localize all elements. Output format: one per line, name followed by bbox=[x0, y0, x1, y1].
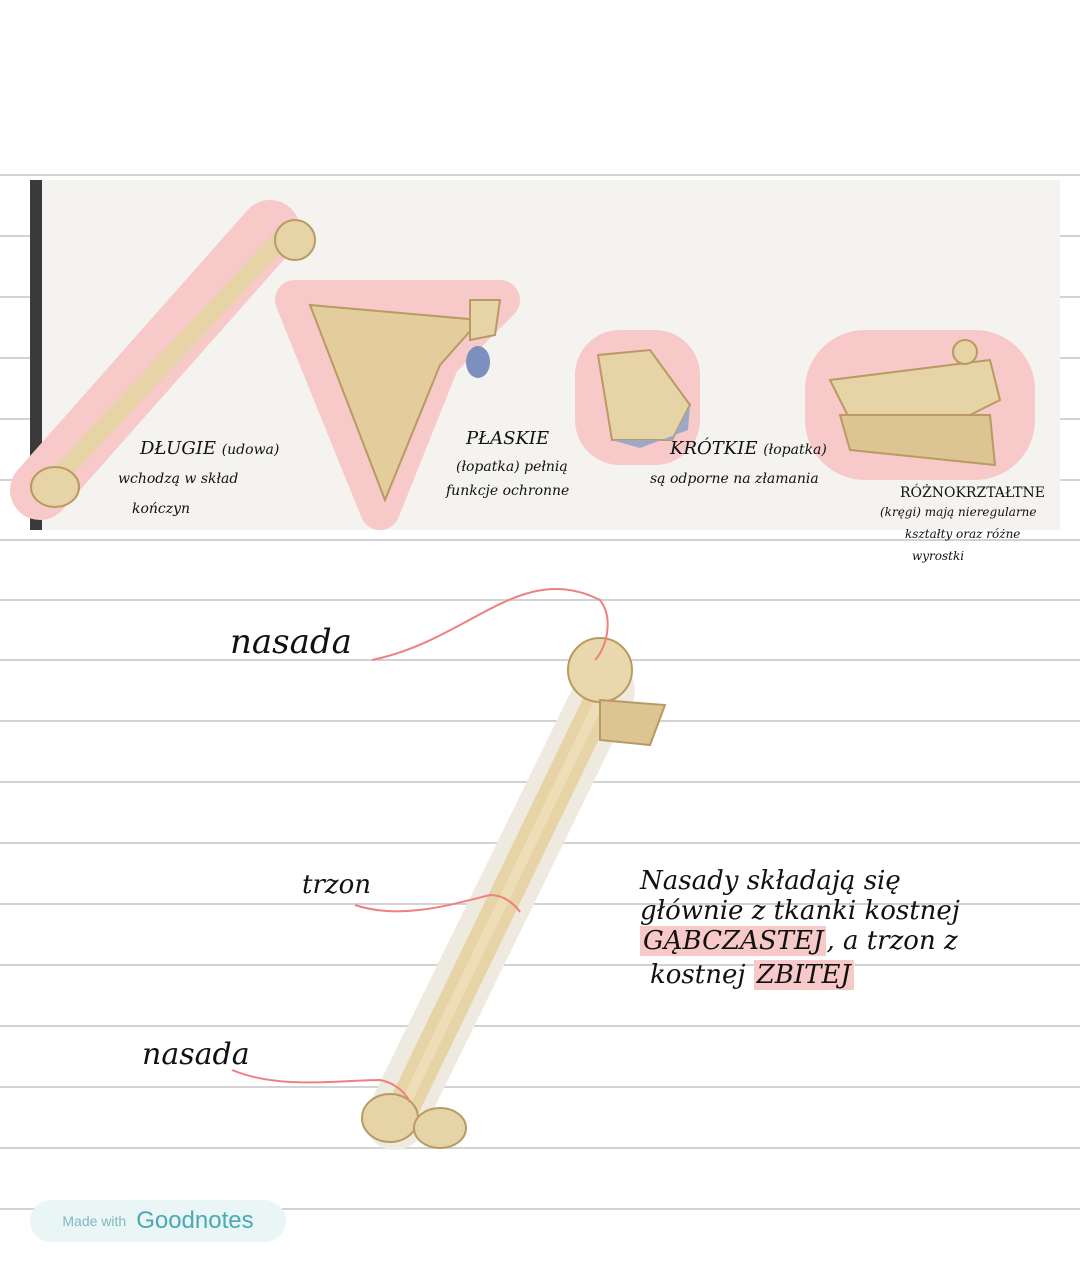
flat-bone-desc: funkcje ochronne bbox=[446, 483, 570, 499]
irregular-bone-title: RÓŻNOKRZTAŁTNE bbox=[900, 485, 1045, 501]
note-line-4-prefix: kostnej bbox=[650, 960, 754, 990]
note-line-1: Nasady składają się bbox=[640, 866, 901, 896]
short-bone-figure bbox=[575, 330, 700, 465]
femur-diagram bbox=[231, 588, 667, 1150]
short-bone-title: KRÓTKIE (łopatka) bbox=[670, 440, 827, 458]
goodnotes-badge[interactable]: Made with Goodnotes bbox=[30, 1200, 286, 1242]
short-bone-desc: są odporne na złamania bbox=[650, 471, 819, 487]
note-highlight-compact: ZBITEJ bbox=[753, 960, 854, 990]
note-line-3: GĄBCZASTEJ, a trzon z bbox=[640, 926, 958, 956]
leader-lines bbox=[231, 588, 609, 1103]
femur-label-bottom: nasada bbox=[142, 1037, 250, 1072]
leader-top bbox=[371, 588, 609, 661]
note-line-3-rest: , a trzon z bbox=[826, 926, 958, 956]
irregular-bone-desc-1: (kręgi) mają nieregularne bbox=[880, 505, 1037, 519]
flat-bone-title: PŁASKIE bbox=[466, 428, 550, 449]
flat-bone-note: (łopatka) pełnią bbox=[456, 459, 568, 475]
note-line-4: kostnej ZBITEJ bbox=[650, 960, 854, 990]
badge-made-with: Made with bbox=[62, 1213, 127, 1229]
flat-bone-figure bbox=[275, 280, 520, 530]
irregular-bone-desc-3: wyrostki bbox=[912, 549, 965, 563]
short-title-text: KRÓTKIE bbox=[670, 438, 758, 459]
note-highlight-spongy: GĄBCZASTEJ bbox=[640, 926, 827, 956]
long-bone-figure bbox=[10, 200, 316, 520]
leader-middle bbox=[354, 893, 521, 913]
photo-edge bbox=[30, 180, 42, 530]
note-line-2: głównie z tkanki kostnej bbox=[640, 896, 960, 926]
irregular-bone-figure bbox=[805, 330, 1035, 480]
long-note-text: (udowa) bbox=[221, 442, 280, 458]
long-bone-desc-2: kończyn bbox=[132, 501, 191, 517]
bone-types-illustration bbox=[10, 180, 1060, 530]
long-title-text: DŁUGIE bbox=[140, 438, 216, 459]
badge-brand: Goodnotes bbox=[136, 1207, 254, 1234]
femur-label-middle: trzon bbox=[302, 870, 371, 900]
femur-bone bbox=[361, 637, 667, 1150]
long-bone-title: DŁUGIE (udowa) bbox=[140, 440, 279, 458]
leader-bottom bbox=[231, 1069, 411, 1103]
long-bone-desc-1: wchodzą w skład bbox=[118, 471, 239, 487]
irregular-bone-desc-2: kształty oraz różne bbox=[905, 527, 1021, 541]
femur-label-top: nasada bbox=[230, 622, 352, 662]
short-note-text: (łopatka) bbox=[763, 442, 827, 458]
